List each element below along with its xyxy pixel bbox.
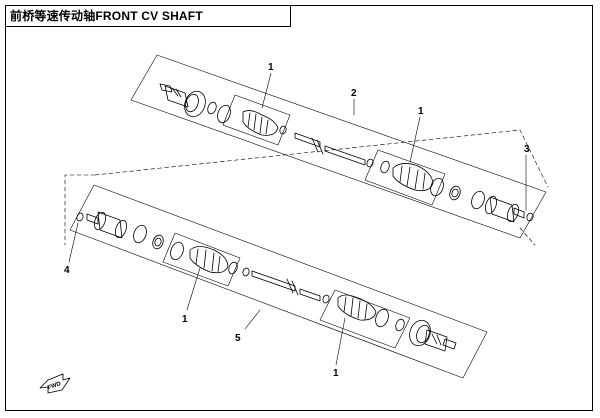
lower-assembly-outline <box>69 184 488 379</box>
lower-ring-3 <box>375 308 389 328</box>
lower-ring-4 <box>395 318 405 332</box>
lower-shaft-left <box>242 267 296 292</box>
upper-shaft-left <box>294 132 321 148</box>
upper-ring-2 <box>217 104 231 124</box>
upper-shaft-right <box>324 145 374 168</box>
lower-outer-joint <box>409 319 457 352</box>
upper-ring-3 <box>430 177 444 197</box>
upper-shaft-break <box>311 137 324 155</box>
lower-inner-bearing <box>152 234 164 250</box>
lower-inner-housing <box>86 211 128 239</box>
dashed-connector <box>64 129 549 246</box>
fwd-badge-label: FWD <box>47 381 63 392</box>
callout-labels: 1 2 1 3 4 1 5 1 <box>64 62 530 379</box>
lower-ring-1 <box>133 224 147 244</box>
leader-lines <box>68 72 527 366</box>
upper-boot-right <box>380 160 434 192</box>
fwd-arrow-icon: FWD <box>39 373 71 394</box>
lower-ring-2 <box>170 241 184 261</box>
upper-ring-1 <box>207 101 217 115</box>
boot-kit-box-upper-right <box>364 149 446 206</box>
lower-circlip <box>76 212 84 222</box>
callout-boot-kit-lower-left: 1 <box>182 314 188 325</box>
callout-shaft-assembly-lower: 5 <box>235 333 241 344</box>
callout-boot-kit-upper-left: 1 <box>268 62 274 73</box>
lower-shaft-break <box>286 278 299 296</box>
callout-boot-kit-upper-right: 1 <box>418 106 424 117</box>
lower-boot-right <box>337 294 377 321</box>
lower-shaft-right <box>299 288 330 304</box>
upper-assembly-outline <box>130 54 547 239</box>
upper-outer-joint <box>159 83 206 118</box>
upper-inner-housing <box>484 195 525 223</box>
boot-kit-box-upper-left <box>222 94 291 146</box>
upper-ring-4 <box>471 190 485 210</box>
upper-circlip <box>526 212 534 222</box>
diagram-frame <box>5 5 593 411</box>
boot-kit-box-lower-right <box>319 289 411 349</box>
diagram-title: 前桥等速传动轴FRONT CV SHAFT <box>5 5 291 27</box>
callout-shaft-assembly-upper: 2 <box>351 88 357 99</box>
boot-kit-box-lower-left <box>162 232 241 287</box>
callout-circlip-lower: 4 <box>64 265 70 276</box>
upper-boot-left <box>242 110 287 136</box>
lower-boot-left <box>189 246 238 275</box>
callout-boot-kit-lower-right: 1 <box>333 368 339 379</box>
upper-inner-bearing <box>449 185 461 201</box>
callout-circlip-upper: 3 <box>524 144 530 155</box>
